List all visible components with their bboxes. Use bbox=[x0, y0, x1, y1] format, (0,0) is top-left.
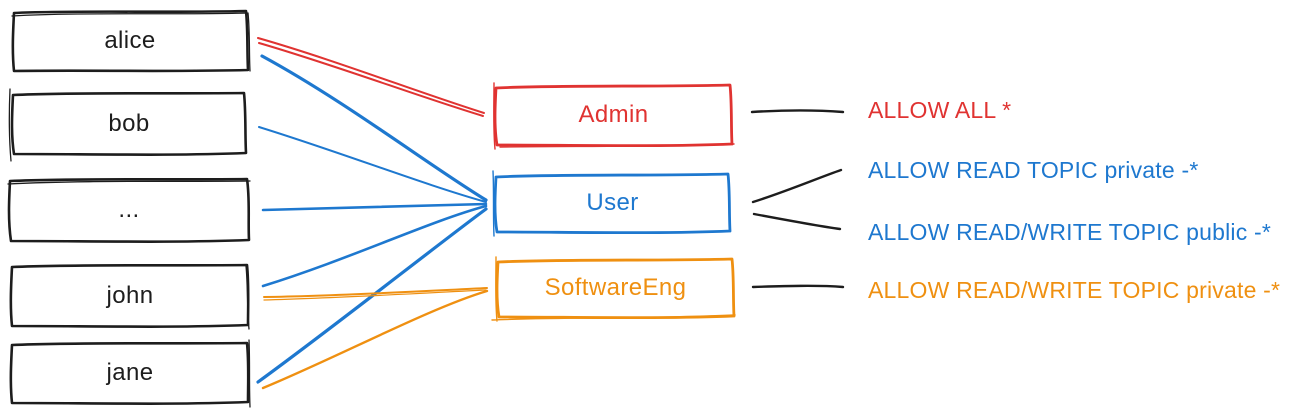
user-label-bob: bob bbox=[108, 109, 150, 137]
user-box-dots-overdraw bbox=[7, 180, 251, 185]
role-label-softwareeng: SoftwareEng bbox=[544, 274, 687, 301]
user-box-bob-overdraw bbox=[8, 88, 12, 162]
role-box-user-overdraw bbox=[492, 170, 495, 237]
edge-bob-user bbox=[258, 126, 487, 203]
edge-dots-user bbox=[261, 202, 488, 212]
edge-john-softwareeng-overdraw bbox=[263, 289, 487, 301]
permission-allow-all: ALLOW ALL * bbox=[868, 97, 1012, 123]
role-label-admin: Admin bbox=[578, 101, 649, 128]
user-box-john-overdraw bbox=[245, 265, 250, 330]
edge-alice-user bbox=[260, 54, 488, 202]
role-box-softwareeng-overdraw bbox=[491, 256, 736, 322]
user-box-alice-overdraw bbox=[11, 12, 251, 72]
role-box-admin-overdraw bbox=[493, 82, 735, 150]
role-box-softwareeng bbox=[495, 257, 736, 320]
user-label-alice: alice bbox=[104, 27, 156, 54]
user-label-jane: jane bbox=[106, 359, 154, 386]
edge-john-softwareeng bbox=[263, 287, 488, 298]
edge-alice-admin bbox=[257, 37, 485, 114]
user-box-jane-overdraw bbox=[248, 339, 251, 408]
edge-jane-user bbox=[256, 207, 488, 384]
role-label-user: User bbox=[586, 189, 639, 216]
user-box-john bbox=[9, 263, 250, 328]
permission-read-topic-private: ALLOW READ TOPIC private -* bbox=[868, 157, 1199, 183]
role-box-user bbox=[493, 172, 732, 235]
edge-john-user bbox=[261, 204, 488, 288]
permission-readwrite-topic-public: ALLOW READ/WRITE TOPIC public -* bbox=[868, 219, 1272, 245]
user-box-dots bbox=[7, 177, 251, 243]
user-label-dots: ... bbox=[118, 196, 140, 223]
arrow-softwareeng-readwrite-private bbox=[751, 284, 845, 289]
user-box-bob bbox=[10, 91, 248, 156]
edge-alice-admin-overdraw bbox=[258, 42, 484, 117]
user-box-jane bbox=[9, 341, 250, 405]
edge-jane-softwareeng bbox=[261, 289, 489, 390]
permission-readwrite-topic-private: ALLOW READ/WRITE TOPIC private -* bbox=[868, 277, 1281, 303]
user-box-alice bbox=[11, 9, 250, 73]
arrow-admin-allow-all bbox=[750, 109, 845, 114]
arrow-user-read-private bbox=[751, 168, 843, 204]
arrow-user-readwrite-public bbox=[752, 212, 842, 231]
user-label-john: john bbox=[106, 281, 154, 309]
